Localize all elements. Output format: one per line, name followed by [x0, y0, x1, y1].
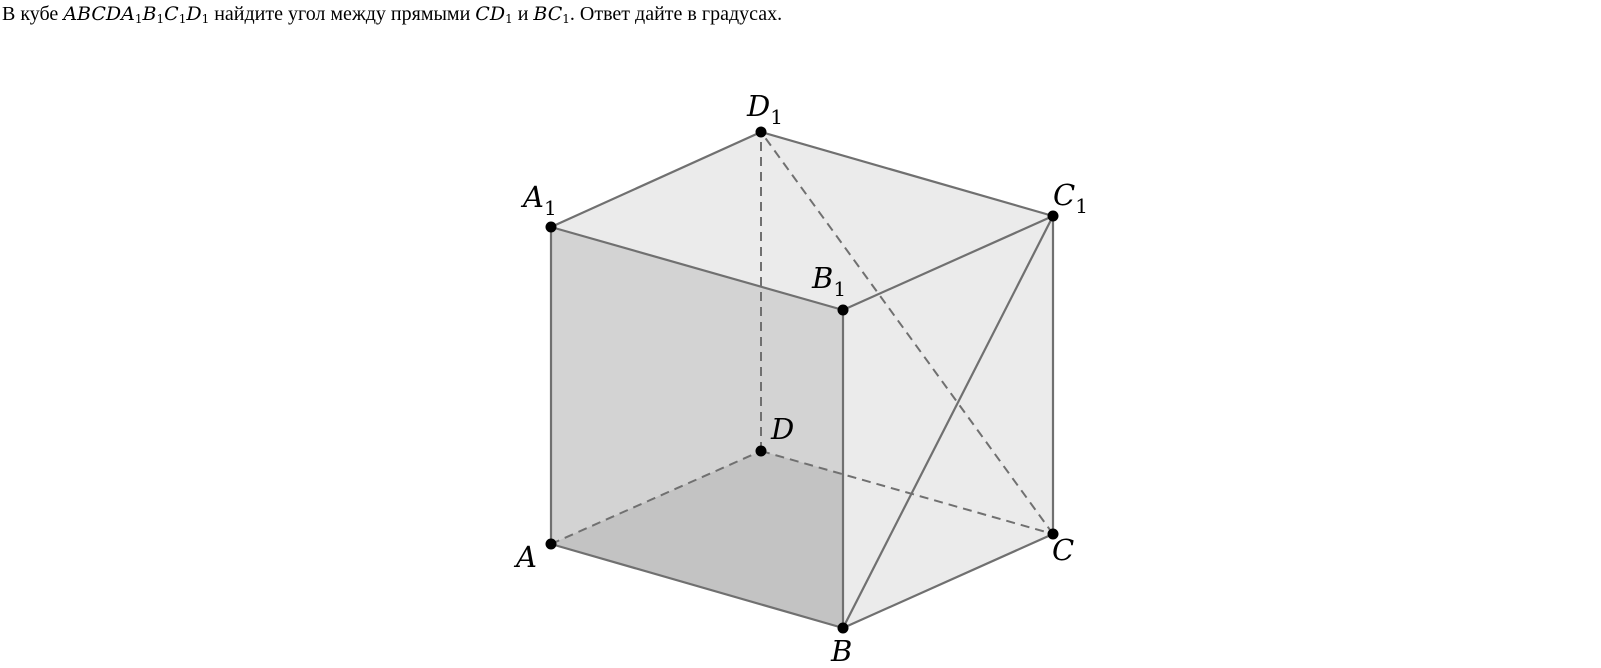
label-d: D [770, 412, 794, 446]
problem-statement: В кубе ABCDA1B1C1D1 найдите угол между п… [2, 2, 782, 26]
vertex-d1 [755, 126, 767, 138]
vertex-a1 [545, 221, 557, 233]
diagonal-b-c1 [842, 215, 1054, 629]
vertex-c [1047, 528, 1059, 540]
problem-prefix: В кубе [2, 3, 59, 25]
diagonal-c-d1 [760, 131, 1054, 535]
face-top [551, 132, 1053, 310]
edge-d1-c1 [760, 130, 1054, 218]
problem-conjunction: и [517, 3, 529, 25]
edge-a1-b1 [550, 225, 844, 312]
problem-suffix: . Ответ дайте в градусах. [569, 3, 783, 25]
line-bc1: BC1 [533, 3, 570, 26]
edge-a-b [550, 542, 844, 630]
label-a: A [513, 540, 537, 574]
vertex-a [545, 538, 557, 550]
vertex-d [755, 445, 767, 457]
problem-middle: найдите угол между прямыми [214, 3, 471, 25]
label-b: B [830, 634, 852, 668]
label-b1: B1 [811, 261, 846, 301]
vertex-b1 [837, 304, 849, 316]
edge-b-c [842, 532, 1054, 630]
label-d1: D1 [746, 89, 783, 129]
edge-a-d [550, 450, 762, 545]
vertex-b [837, 622, 849, 634]
cube-name: ABCDA1B1C1D1 [63, 3, 210, 26]
line-cd1: CD1 [475, 3, 513, 26]
edge-d-c [760, 450, 1054, 535]
label-c1: C1 [1053, 178, 1088, 218]
edge-b1-c1 [842, 214, 1054, 312]
label-a1: A1 [520, 180, 557, 220]
vertex-c1 [1047, 210, 1059, 222]
label-c: C [1052, 533, 1074, 567]
edge-a1-d1 [550, 130, 762, 229]
